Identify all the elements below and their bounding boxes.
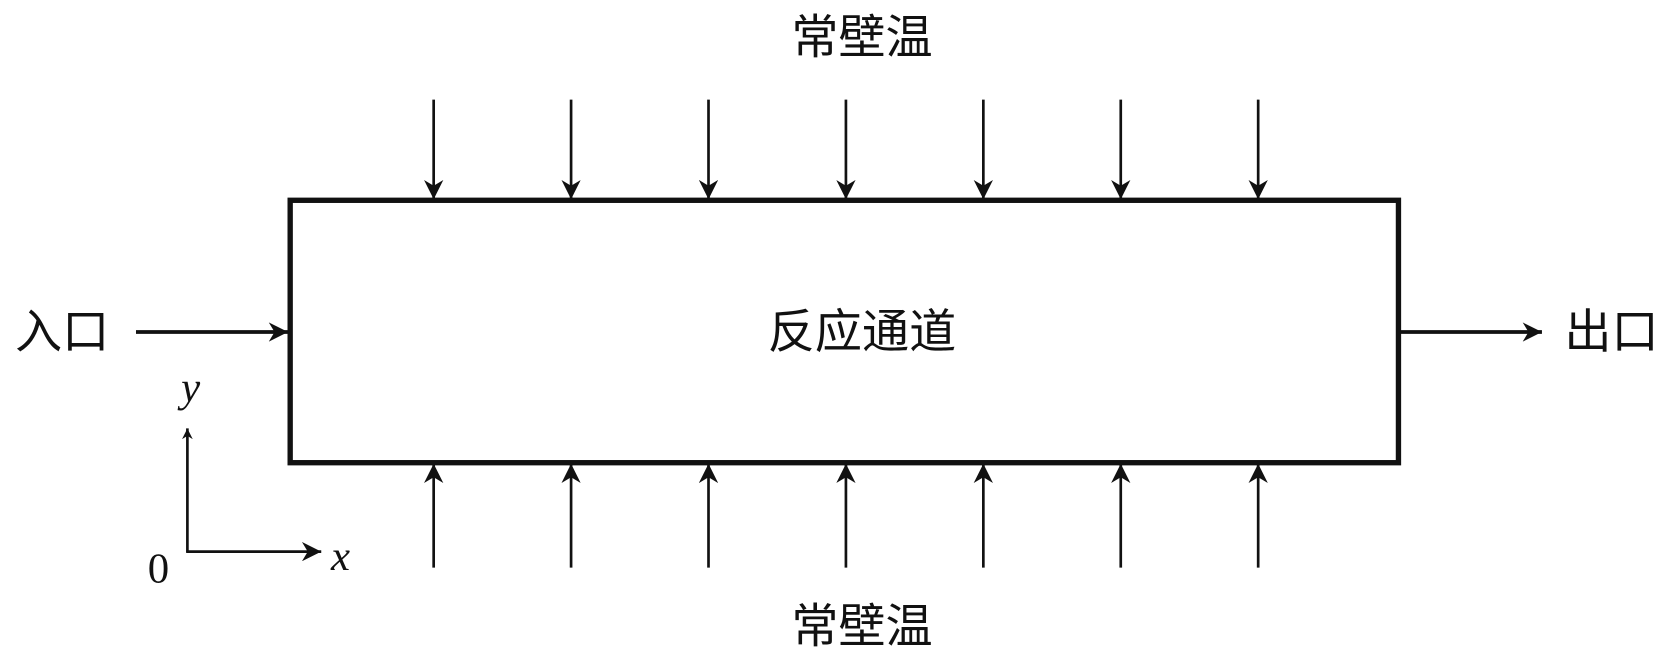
y-axis-label: y — [177, 365, 201, 412]
top-heat-arrows — [424, 99, 1268, 200]
reaction-channel-box — [287, 197, 1402, 466]
origin-label: 0 — [148, 546, 169, 593]
bottom-wall-label: 常壁温 — [791, 600, 932, 655]
channel-label: 反应通道 — [768, 305, 956, 360]
inlet-label: 入口 — [15, 305, 109, 360]
top-wall-label: 常壁温 — [791, 11, 932, 66]
x-axis-label: x — [330, 533, 350, 580]
bottom-heat-arrows — [424, 463, 1268, 568]
outlet-label: 出口 — [1564, 305, 1658, 360]
